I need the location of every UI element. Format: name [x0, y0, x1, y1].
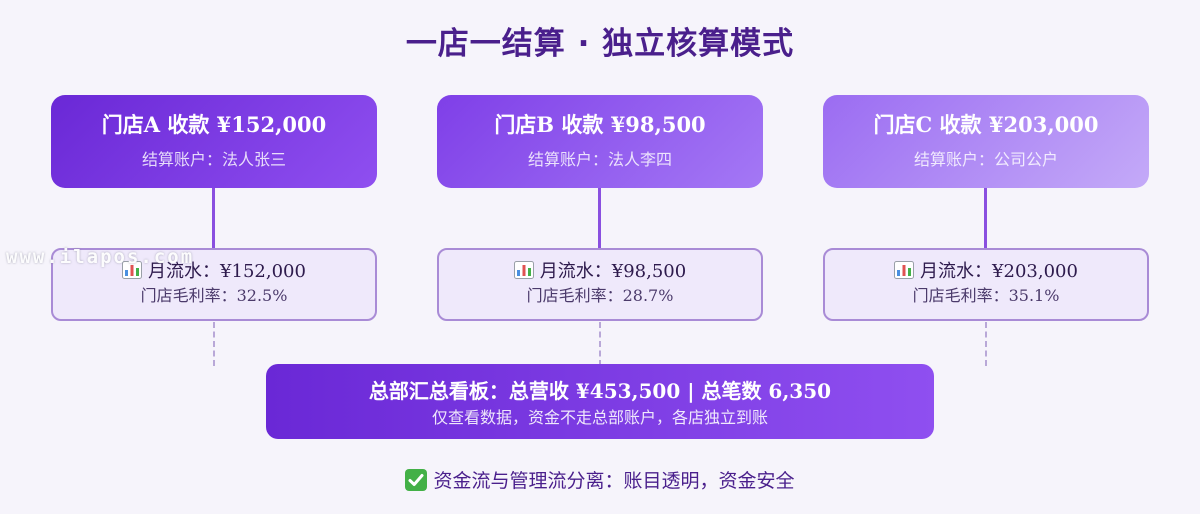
store-a-account: 结算账户：法人张三 [141, 150, 286, 169]
store-c-margin: 门店毛利率：35.1% [912, 286, 1060, 305]
store-a-heading: 门店A 收款 ¥152,000 [101, 112, 327, 137]
store-c-heading: 门店C 收款 ¥203,000 [873, 112, 1099, 137]
store-a-monthly-flow: 月流水：¥152,000 [148, 261, 306, 282]
bar-chart-icon [894, 261, 915, 279]
footer-note: 资金流与管理流分离：账目透明，资金安全 [0, 466, 1200, 496]
store-a-connector [212, 188, 215, 248]
store-c-account: 结算账户：公司公户 [913, 150, 1058, 169]
store-c-dashed-connector [985, 322, 987, 366]
store-a-margin: 门店毛利率：32.5% [140, 286, 288, 305]
hq-dashboard-heading: 总部汇总看板：总营收 ¥453,500 | 总笔数 6,350 [368, 379, 832, 403]
hq-dashboard-card: 总部汇总看板：总营收 ¥453,500 | 总笔数 6,350 仅查看数据，资金… [266, 364, 934, 439]
store-a-monthly-flow-row: 月流水：¥152,000 [53, 259, 375, 285]
store-b-heading: 门店B 收款 ¥98,500 [494, 112, 706, 137]
bar-chart-icon [122, 261, 143, 279]
store-c-metrics-card: 月流水：¥203,000 门店毛利率：35.1% [823, 248, 1149, 321]
store-a-card: 门店A 收款 ¥152,000 结算账户：法人张三 [51, 95, 377, 188]
hq-dashboard-note: 仅查看数据，资金不走总部账户，各店独立到账 [431, 408, 768, 427]
page-title: 一店一结算 · 独立核算模式 [405, 26, 795, 62]
store-c-card: 门店C 收款 ¥203,000 结算账户：公司公户 [823, 95, 1149, 188]
store-c-connector [984, 188, 987, 248]
store-a-dashed-connector [213, 322, 215, 366]
check-mark-icon [405, 469, 428, 491]
store-b-margin: 门店毛利率：28.7% [526, 286, 674, 305]
store-b-account: 结算账户：法人李四 [527, 150, 672, 169]
footer-text: 资金流与管理流分离：账目透明，资金安全 [433, 470, 795, 492]
store-c-monthly-flow: 月流水：¥203,000 [920, 261, 1078, 282]
store-a-metrics-card: 月流水：¥152,000 门店毛利率：32.5% [51, 248, 377, 321]
store-b-connector [598, 188, 601, 248]
watermark: www.ilapos.com [6, 246, 195, 268]
store-b-dashed-connector [599, 322, 601, 366]
store-b-metrics-card: 月流水：¥98,500 门店毛利率：28.7% [437, 248, 763, 321]
store-c-monthly-flow-row: 月流水：¥203,000 [825, 259, 1147, 285]
store-b-monthly-flow-row: 月流水：¥98,500 [439, 259, 761, 285]
bar-chart-icon [513, 261, 534, 279]
store-b-monthly-flow: 月流水：¥98,500 [539, 261, 687, 282]
store-b-card: 门店B 收款 ¥98,500 结算账户：法人李四 [437, 95, 763, 188]
